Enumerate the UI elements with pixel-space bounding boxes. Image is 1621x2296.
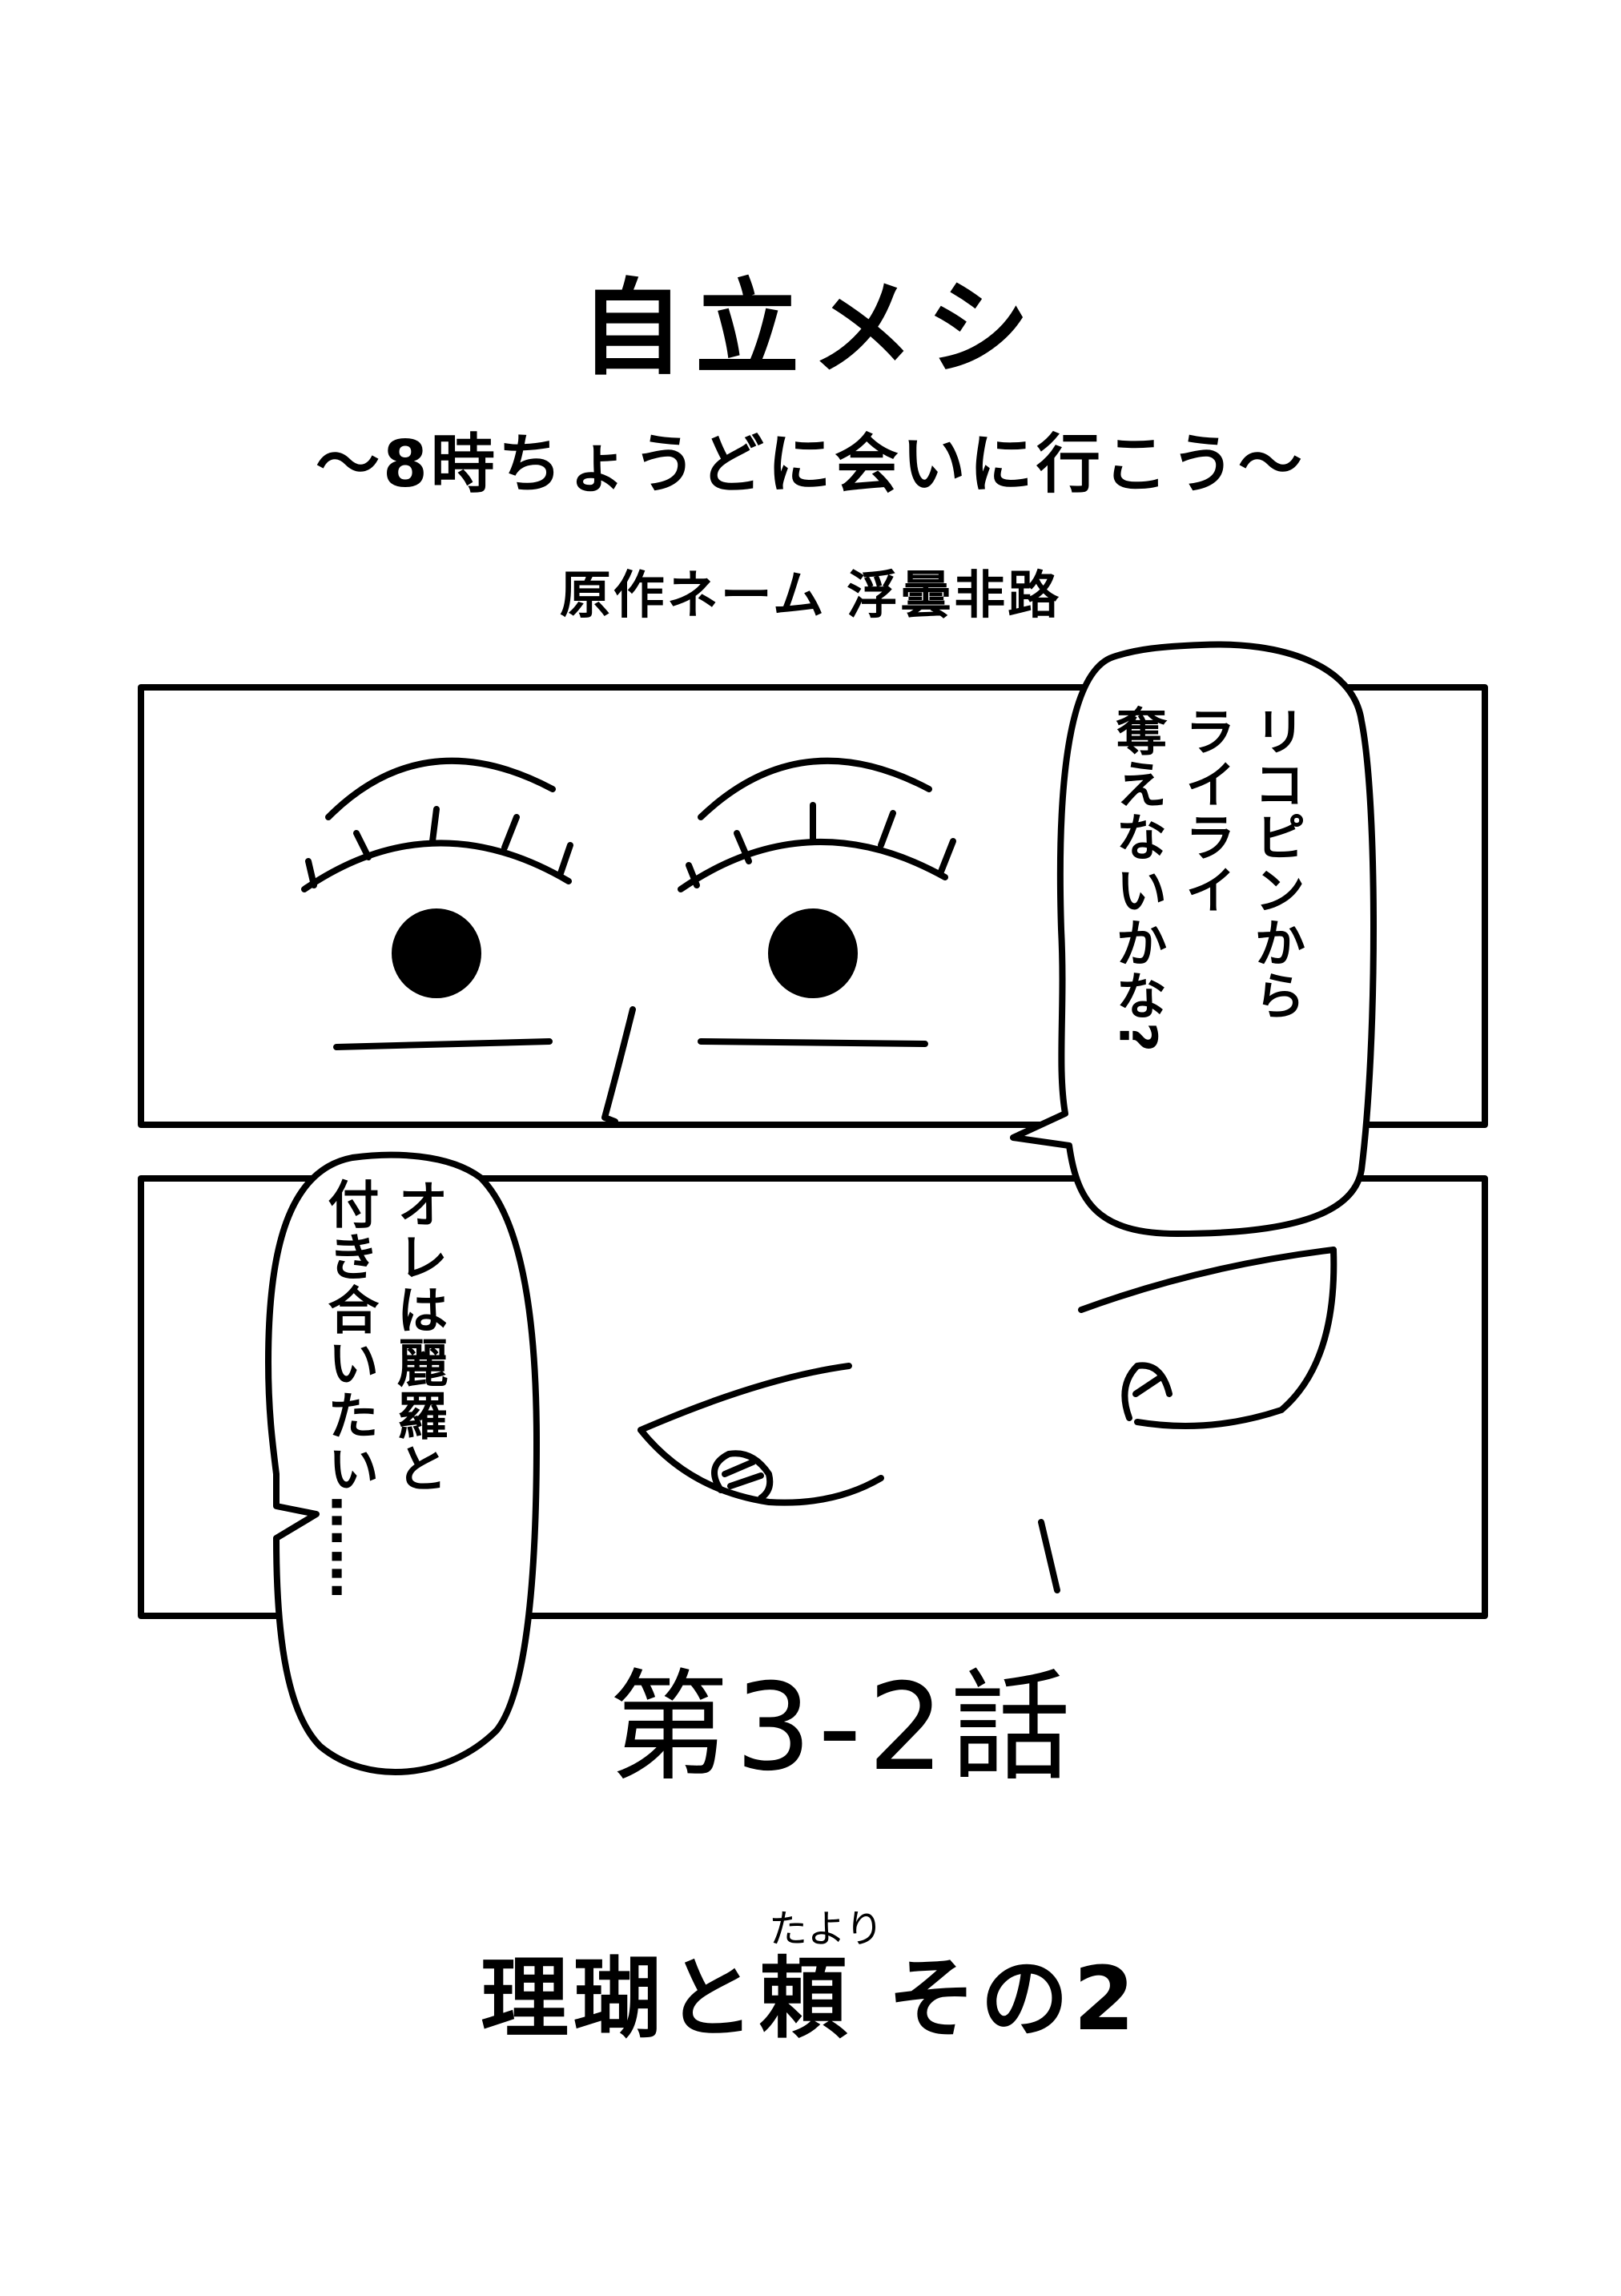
speech-bubble-1-text: リコピンから ライライ 奪えないかな?: [1102, 705, 1309, 1154]
bubble-1-line: 奪えないかな?: [1107, 705, 1167, 1054]
episode-subtitle: 理瑚とたより頼 その2: [481, 1910, 1201, 2043]
squint-eye-left: [638, 1363, 884, 1506]
bubble-2-line: 付き合いたい……: [319, 1178, 379, 1601]
ruby-reading: たより: [769, 1907, 884, 1952]
nose-line: [1038, 1519, 1060, 1593]
credit-line: 原作ネーム 浮曇非路: [559, 566, 1062, 626]
episode-subtitle-part: その2: [852, 1948, 1140, 2050]
ruby-base: 頼: [759, 1948, 852, 2050]
page-title: 自立メシ: [579, 268, 1041, 389]
speech-bubble-1: [1010, 641, 1377, 1237]
episode-number: 第3-2話: [609, 1658, 1077, 1798]
speech-bubble-2-text: オレは麗羅と 付き合いたい……: [314, 1178, 453, 1674]
bubble-1-line: ライライ: [1176, 705, 1236, 916]
nose: [601, 1006, 636, 1125]
right-eye: [678, 757, 956, 1047]
episode-subtitle-part: 理瑚と: [481, 1948, 759, 2050]
speech-bubble-2: [265, 1151, 540, 1775]
bubble-2-line: オレは麗羅と: [388, 1178, 448, 1495]
ruby-annotated-kanji: たより頼: [759, 1910, 883, 2043]
subtitle: 〜8時ちょうどに会いに行こう〜: [316, 427, 1305, 501]
squint-eye-right: [1078, 1247, 1337, 1429]
left-eye: [301, 757, 573, 1050]
bubble-1-line: リコピンから: [1245, 705, 1305, 1022]
